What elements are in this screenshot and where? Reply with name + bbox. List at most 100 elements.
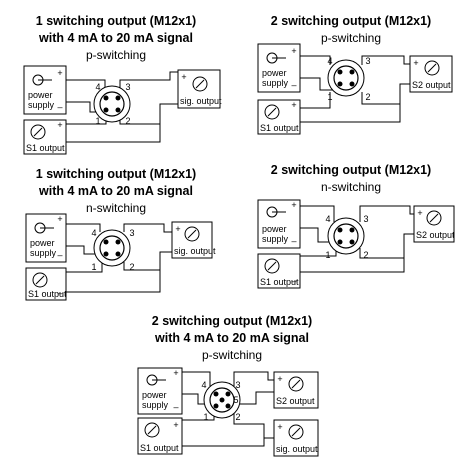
diagram-1-power-label-2: supply — [28, 100, 55, 110]
diagram-2-s1-plus: + — [291, 100, 296, 110]
diagram-3-subtitle: n-switching — [86, 201, 146, 215]
diagram-5-power-label-2: supply — [142, 400, 169, 410]
diagram-2-wire-pin2 — [361, 55, 410, 65]
diagram-3-wire-pin2 — [123, 223, 172, 233]
diagram-2-title-line1: 2 switching output (M12x1) — [271, 14, 431, 28]
diagram-1-wire-pin3 — [66, 101, 100, 113]
diagram-4-pin-2: 2 — [363, 250, 368, 260]
diagram-3-power-label-2: supply — [30, 248, 57, 258]
diagram-2-s1-output-box — [257, 99, 301, 135]
diagram-4-s2-plus: + — [417, 208, 422, 218]
diagram-5-power-supply-box — [137, 367, 183, 415]
diagram-3-wire-pin4 — [66, 223, 101, 232]
diagram-3-pin-3: 3 — [129, 228, 134, 238]
diagram-1-pin-2: 2 — [125, 116, 130, 126]
diagram-3-s1-label: S1 output — [28, 289, 67, 299]
diagram-1-pin-4: 4 — [95, 82, 100, 92]
diagram-2-subtitle: p-switching — [321, 31, 381, 45]
diagram-5-s2-plus: + — [277, 374, 282, 384]
diagram-2-wire-pin3 — [300, 77, 336, 91]
diagram-5-pin-3: 3 — [235, 380, 240, 390]
diagram-2-s2-plus: + — [413, 58, 418, 68]
diagram-3: 1 switching output (M12x1) with 4 mA to … — [25, 167, 216, 301]
diagram-1-wire-pin2 — [119, 71, 178, 92]
diagram-5-pin-1: 1 — [203, 412, 208, 422]
diagram-2-power-minus: – — [291, 80, 296, 90]
diagram-5-pin-2: 2 — [235, 412, 240, 422]
diagram-1-s1-output-box — [23, 119, 67, 155]
diagram-4-power-label-2: supply — [262, 234, 289, 244]
diagram-2-s1-label: S1 output — [260, 123, 299, 133]
diagram-4-wire-pin4 — [300, 205, 335, 222]
diagram-5-title-line1: 2 switching output (M12x1) — [152, 314, 312, 328]
diagram-1-pin-3: 3 — [125, 82, 130, 92]
diagram-1-s1-plus: + — [57, 120, 62, 130]
diagram-2-pin-4: 4 — [327, 56, 332, 66]
diagram-4-subtitle: n-switching — [321, 180, 381, 194]
diagram-5-power-label-1: power — [142, 390, 167, 400]
diagram-2-power-plus: + — [291, 46, 296, 56]
diagram-3-title-line1: 1 switching output (M12x1) — [36, 167, 196, 181]
diagram-2-wire-pin1 — [300, 92, 331, 109]
diagram-2-power-supply-box — [257, 43, 301, 93]
diagram-4-wire-gnd — [300, 258, 405, 273]
diagram-5-pin-4: 4 — [201, 380, 206, 390]
diagram-2-power-label-1: power — [262, 68, 287, 78]
diagram-5-subtitle: p-switching — [202, 348, 262, 362]
diagram-1-pin-1: 1 — [95, 116, 100, 126]
diagram-5-wire-pin4 — [182, 371, 211, 386]
diagram-4-s1-output-box — [257, 253, 301, 289]
diagram-5-s1-output-box — [137, 417, 183, 455]
diagram-4-power-supply-box — [257, 199, 301, 249]
diagram-3-sig-label: sig. output — [174, 246, 216, 256]
diagram-5-title-line2: with 4 mA to 20 mA signal — [154, 331, 309, 345]
diagram-3-wire-pin1 — [66, 262, 103, 273]
diagram-5-wire-pin2 — [233, 371, 274, 386]
diagram-4-s1-label: S1 output — [260, 277, 299, 287]
diagram-3-power-label-1: power — [30, 238, 55, 248]
diagram-1-title-line2: with 4 mA to 20 mA signal — [38, 31, 193, 45]
diagram-3-sig-plus: + — [175, 224, 180, 234]
diagram-3-title-line2: with 4 mA to 20 mA signal — [38, 184, 193, 198]
diagram-3-wire-gnd — [66, 270, 161, 293]
diagram-3-pin-4: 4 — [91, 228, 96, 238]
diagram-4-power-minus: – — [291, 236, 296, 246]
diagram-2-wire-pin4 — [300, 55, 331, 65]
diagram-1-power-minus: – — [57, 102, 62, 112]
diagram-5-s1-label: S1 output — [140, 443, 179, 453]
diagram-4-wire-pin2 — [359, 205, 414, 222]
diagram-5: 2 switching output (M12x1) with 4 mA to … — [137, 314, 319, 457]
diagram-2-connector-face — [333, 65, 359, 91]
diagram-3-pin-2: 2 — [129, 262, 134, 272]
diagram-4-s2-output-box — [413, 205, 455, 243]
diagram-2-pin-2: 2 — [365, 92, 370, 102]
diagram-5-power-plus: + — [173, 368, 178, 378]
diagram-5-wire-pin5 — [233, 412, 274, 439]
diagram-4-power-label-1: power — [262, 224, 287, 234]
diagram-4-pin-4: 4 — [325, 214, 330, 224]
diagram-3-s1-minus: – — [57, 288, 62, 298]
diagram-5-s2-label: S2 output — [276, 396, 315, 406]
diagram-5-wire-gnd — [182, 438, 265, 447]
diagram-1-power-supply-box — [23, 65, 67, 115]
diagram-3-power-supply-box — [25, 213, 67, 263]
diagram-2-power-label-2: supply — [262, 78, 289, 88]
diagram-2: 2 switching output (M12x1) p-switching +… — [257, 14, 453, 135]
diagram-4-wire-pin1 — [300, 248, 337, 257]
diagram-1: 1 switching output (M12x1) with 4 mA to … — [23, 14, 222, 155]
diagram-4-wire-pin3 — [300, 227, 334, 243]
diagram-4-s1-minus: – — [291, 276, 296, 286]
diagram-5-pin-5: 5 — [233, 395, 238, 405]
diagram-3-power-plus: + — [57, 214, 62, 224]
diagram-3-connector-face — [99, 235, 125, 261]
diagram-5-power-minus: – — [173, 402, 178, 412]
diagram-4-power-plus: + — [291, 200, 296, 210]
diagram-1-wire-gnd — [66, 124, 161, 143]
diagram-4-title-line1: 2 switching output (M12x1) — [271, 163, 431, 177]
diagram-3-pin-1: 1 — [91, 262, 96, 272]
diagram-1-sig-label: sig. output — [180, 96, 222, 106]
diagram-2-wire-gnd — [300, 104, 401, 123]
diagram-4-connector-face — [333, 223, 359, 249]
diagram-2-s2-label: S2 output — [412, 80, 451, 90]
